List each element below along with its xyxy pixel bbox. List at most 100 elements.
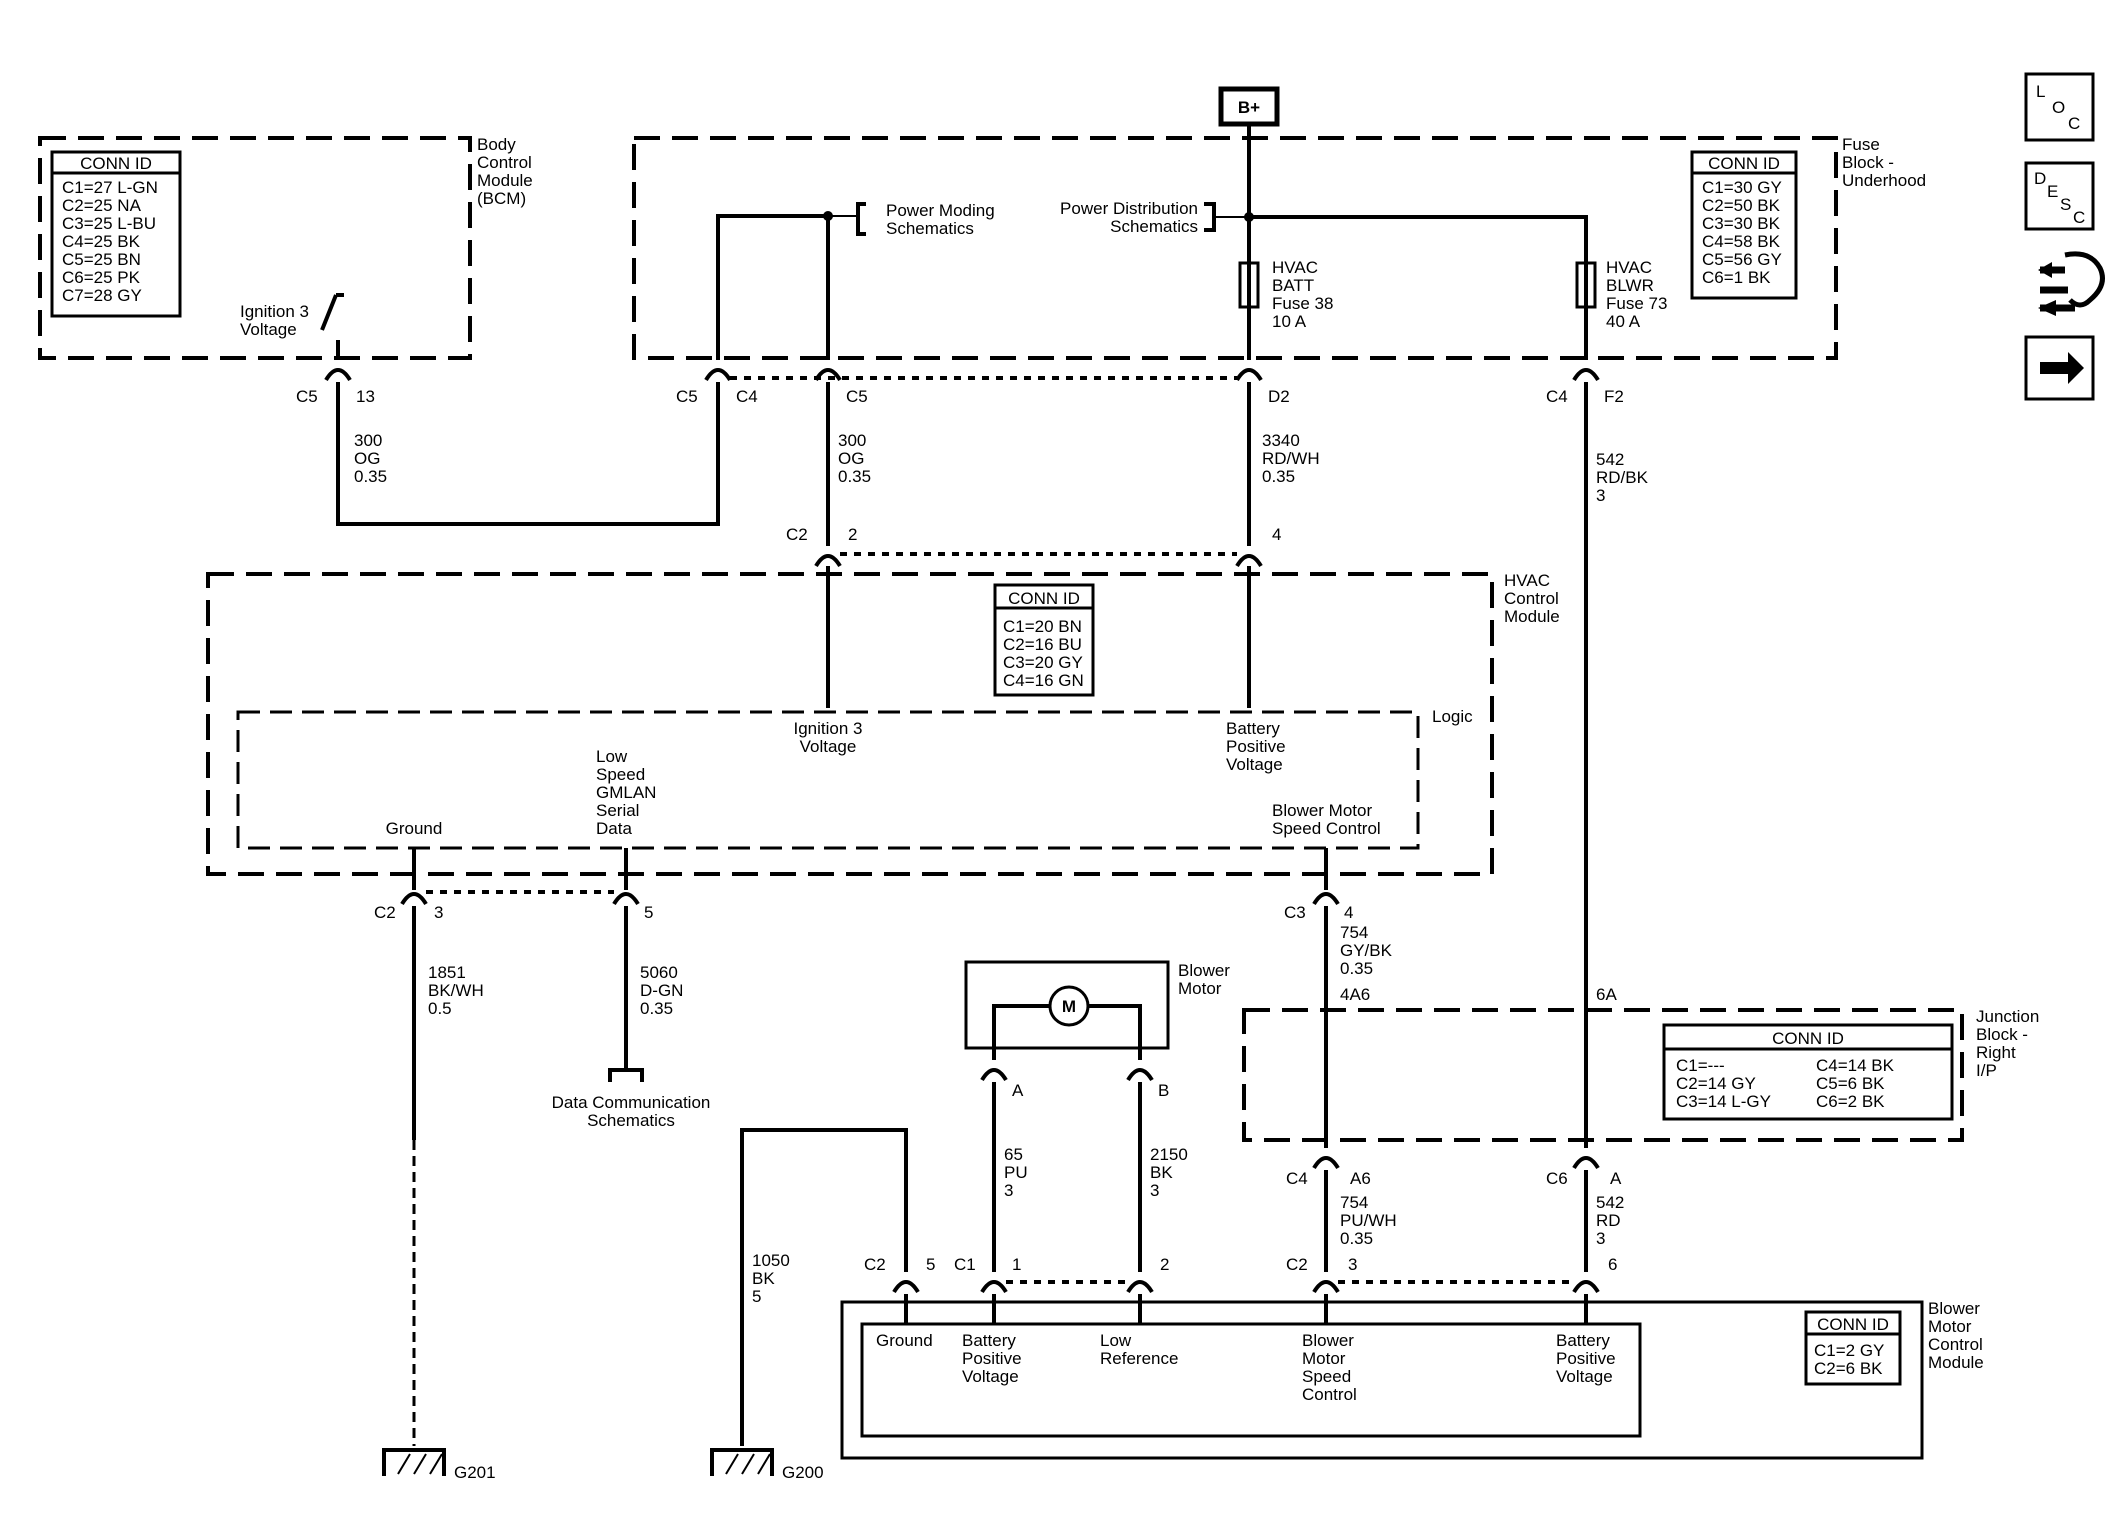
fuse-38 (1238, 261, 1260, 309)
svg-text:C1=2 GY: C1=2 GY (1814, 1341, 1884, 1360)
svg-text:Module: Module (1928, 1353, 1984, 1372)
svg-text:4: 4 (1272, 525, 1281, 544)
svg-text:CONN ID: CONN ID (1708, 154, 1780, 173)
svg-text:300: 300 (838, 431, 866, 450)
hvac-c2-connector: C2 2 4 (786, 525, 1281, 568)
svg-text:Reference: Reference (1100, 1349, 1178, 1368)
fuse-block-underhood: Fuse Block - Underhood CONN ID C1=30 GY … (632, 124, 1926, 360)
svg-text:C: C (2073, 208, 2085, 227)
svg-text:Motor: Motor (1178, 979, 1222, 998)
svg-text:C4=14 BK: C4=14 BK (1816, 1056, 1895, 1075)
svg-text:2150: 2150 (1150, 1145, 1188, 1164)
next-arrow-button[interactable] (2024, 335, 2095, 401)
svg-text:(BCM): (BCM) (477, 189, 526, 208)
svg-text:0.35: 0.35 (1262, 467, 1295, 486)
svg-text:0.35: 0.35 (1340, 959, 1373, 978)
fuse-73 (1575, 261, 1597, 309)
svg-text:BK: BK (752, 1269, 775, 1288)
svg-text:A: A (1012, 1081, 1024, 1100)
svg-text:C6=2 BK: C6=2 BK (1816, 1092, 1885, 1111)
svg-text:B+: B+ (1238, 98, 1260, 117)
svg-text:C2=6 BK: C2=6 BK (1814, 1359, 1883, 1378)
svg-text:OG: OG (838, 449, 864, 468)
svg-text:4A6: 4A6 (1340, 985, 1370, 1004)
svg-text:0.35: 0.35 (838, 467, 871, 486)
svg-text:0.5: 0.5 (428, 999, 452, 1018)
svg-text:1050: 1050 (752, 1251, 790, 1270)
loc-button[interactable]: L O C (2024, 72, 2095, 142)
svg-text:Schematics: Schematics (587, 1111, 675, 1130)
svg-text:Power Distribution: Power Distribution (1060, 199, 1198, 218)
svg-text:542: 542 (1596, 450, 1624, 469)
svg-text:Control: Control (477, 153, 532, 172)
hvac-control-module: HVAC Control Module CONN ID C1=20 BN C2=… (206, 566, 1560, 890)
svg-text:0.35: 0.35 (1340, 1229, 1373, 1248)
svg-text:65: 65 (1004, 1145, 1023, 1164)
svg-text:Data: Data (596, 819, 632, 838)
svg-text:C3: C3 (1284, 903, 1306, 922)
svg-text:C3=30 BK: C3=30 BK (1702, 214, 1781, 233)
svg-text:C7=28 GY: C7=28 GY (62, 286, 142, 305)
svg-text:Voltage: Voltage (1226, 755, 1283, 774)
svg-text:C5: C5 (296, 387, 318, 406)
hvac-bottom-connectors: C2 3 5 C3 4 (374, 890, 1353, 922)
svg-text:Blower: Blower (1178, 961, 1230, 980)
svg-text:C1=20 BN: C1=20 BN (1003, 617, 1082, 636)
ground-and-data-wires: 1851 BK/WH 0.5 5060 D-GN 0.35 Data Commu… (412, 906, 1617, 1446)
svg-text:I/P: I/P (1976, 1061, 1997, 1080)
junction-block-right-ip: Junction Block - Right I/P CONN ID C1=--… (1242, 1007, 2039, 1272)
svg-text:Schematics: Schematics (886, 219, 974, 238)
svg-text:13: 13 (356, 387, 375, 406)
svg-text:Control: Control (1302, 1385, 1357, 1404)
svg-text:GY/BK: GY/BK (1340, 941, 1393, 960)
connector-view-icon[interactable] (2038, 251, 2105, 316)
svg-text:3: 3 (1004, 1181, 1013, 1200)
svg-text:HVAC: HVAC (1606, 258, 1652, 277)
svg-text:3: 3 (1348, 1255, 1357, 1274)
svg-text:Motor: Motor (1928, 1317, 1972, 1336)
svg-text:Control: Control (1928, 1335, 1983, 1354)
svg-text:300: 300 (354, 431, 382, 450)
svg-text:C5: C5 (676, 387, 698, 406)
svg-text:C6=1 BK: C6=1 BK (1702, 268, 1771, 287)
arrow-right-icon (2040, 352, 2084, 384)
svg-text:C6=25 PK: C6=25 PK (62, 268, 141, 287)
svg-text:Speed: Speed (1302, 1367, 1351, 1386)
svg-text:5: 5 (752, 1287, 761, 1306)
svg-text:Right: Right (1976, 1043, 2016, 1062)
svg-text:C5=56 GY: C5=56 GY (1702, 250, 1782, 269)
svg-text:D: D (2034, 169, 2046, 188)
svg-text:Ignition 3: Ignition 3 (794, 719, 863, 738)
svg-text:G200: G200 (782, 1463, 824, 1482)
svg-text:CONN ID: CONN ID (1008, 589, 1080, 608)
svg-text:Module: Module (1504, 607, 1560, 626)
svg-text:Voltage: Voltage (800, 737, 857, 756)
svg-text:5: 5 (644, 903, 653, 922)
fuse-block-conn-id-table: CONN ID C1=30 GY C2=50 BK C3=30 BK C4=58… (1690, 150, 1798, 300)
ground-g201: G201 (382, 1448, 496, 1482)
desc-button[interactable]: D E S C (2024, 161, 2095, 231)
svg-text:Blower Motor: Blower Motor (1272, 801, 1372, 820)
svg-text:2: 2 (1160, 1255, 1169, 1274)
svg-text:HVAC: HVAC (1504, 571, 1550, 590)
svg-text:6A: 6A (1596, 985, 1617, 1004)
svg-text:Power Moding: Power Moding (886, 201, 995, 220)
svg-text:OG: OG (354, 449, 380, 468)
svg-text:C2=16 BU: C2=16 BU (1003, 635, 1082, 654)
svg-text:Fuse: Fuse (1842, 135, 1880, 154)
svg-text:A6: A6 (1350, 1169, 1371, 1188)
svg-text:Block -: Block - (1976, 1025, 2028, 1044)
bmcm-conn-id-table: CONN ID C1=2 GY C2=6 BK (1804, 1310, 1902, 1386)
svg-text:C3=20 GY: C3=20 GY (1003, 653, 1083, 672)
svg-text:Voltage: Voltage (962, 1367, 1019, 1386)
svg-text:C2: C2 (374, 903, 396, 922)
svg-text:Data Communication: Data Communication (552, 1093, 711, 1112)
svg-text:Body: Body (477, 135, 516, 154)
svg-text:HVAC: HVAC (1272, 258, 1318, 277)
svg-text:GMLAN: GMLAN (596, 783, 656, 802)
body-control-module: Body Control Module (BCM) CONN ID C1=27 … (38, 135, 533, 360)
svg-text:E: E (2047, 182, 2058, 201)
motor-icon (1048, 985, 1090, 1027)
svg-text:C4=16 GN: C4=16 GN (1003, 671, 1084, 690)
svg-text:BLWR: BLWR (1606, 276, 1654, 295)
